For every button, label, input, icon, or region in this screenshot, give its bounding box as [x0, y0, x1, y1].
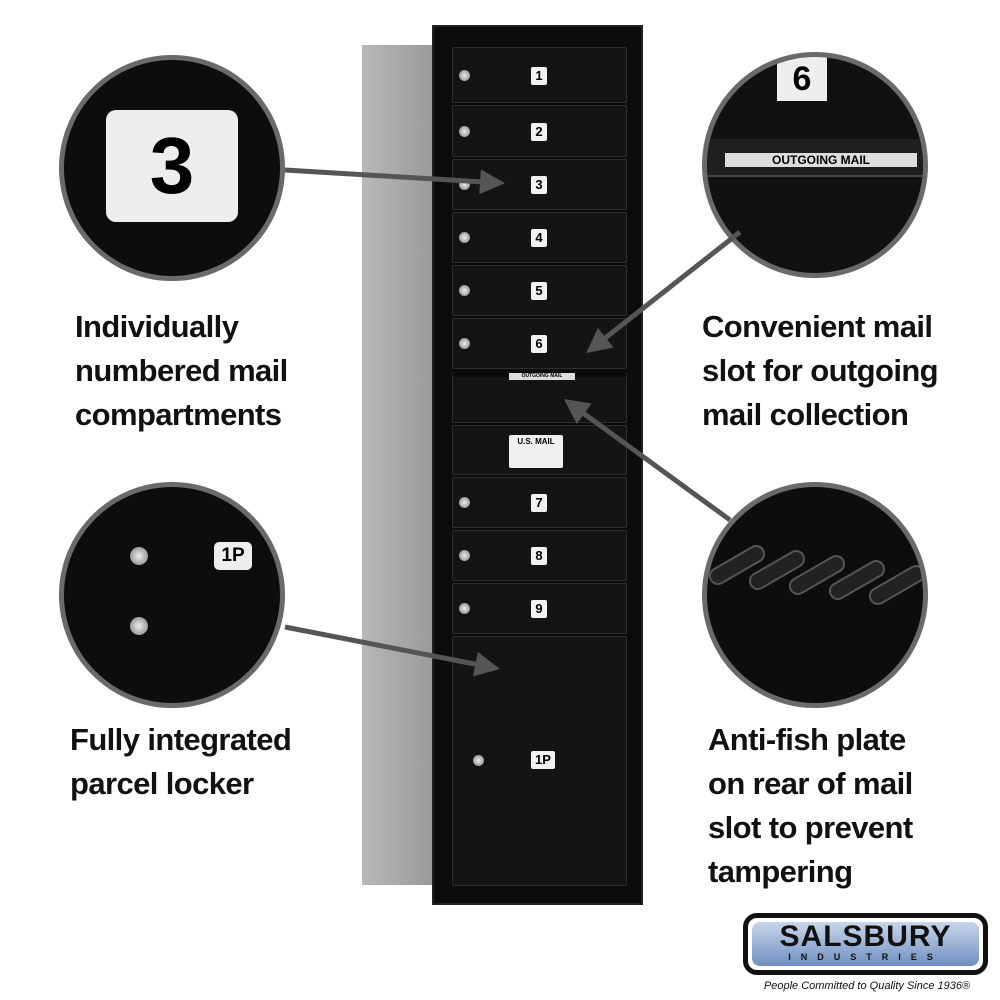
lock-icon — [130, 547, 148, 565]
door-number: 2 — [531, 123, 547, 141]
inset-slot-label: OUTGOING MAIL — [725, 153, 917, 167]
logo-tagline: People Committed to Quality Since 1936® — [763, 980, 971, 992]
door-number: 1 — [531, 67, 547, 85]
door-number: 6 — [531, 335, 547, 353]
lock-icon — [459, 603, 470, 614]
logo-brand: SALSBURY — [779, 920, 952, 953]
door-number: 3 — [531, 176, 547, 194]
door-2: 2 — [452, 105, 627, 157]
inset-antifish-plate — [702, 482, 928, 708]
inset-outgoing-slot: 6 OUTGOING MAIL — [702, 52, 928, 278]
lock-icon — [459, 285, 470, 296]
inset-parcel-lock: 1P — [59, 482, 285, 708]
usmail-plate: U.S. MAIL — [509, 435, 563, 468]
door-1: 1 — [452, 47, 627, 103]
mailbox-side-panel — [362, 45, 434, 885]
inset-number: 3 — [106, 110, 238, 222]
mailbox-frame: 1 2 3 4 5 6 OUTGOING MAIL U.S. MAIL 7 8 … — [432, 25, 643, 905]
parcel-locker: 1P — [452, 636, 627, 886]
usmail-panel: U.S. MAIL — [452, 425, 627, 475]
lock-icon — [459, 126, 470, 137]
lock-icon — [473, 755, 484, 766]
lock-icon — [459, 70, 470, 81]
inset-slot-number: 6 — [777, 57, 827, 101]
outgoing-label: OUTGOING MAIL — [509, 373, 575, 380]
lock-icon — [130, 617, 148, 635]
door-5: 5 — [452, 265, 627, 316]
logo-sub: INDUSTRIES — [788, 952, 943, 962]
lock-icon — [459, 338, 470, 349]
arrow-outgoing — [586, 230, 742, 354]
door-9: 9 — [452, 583, 627, 634]
door-number: 4 — [531, 229, 547, 247]
arrow-antifish — [563, 399, 732, 523]
lock-icon — [459, 232, 470, 243]
door-number: 5 — [531, 282, 547, 300]
salsbury-logo: SALSBURY INDUSTRIES — [743, 913, 988, 975]
arrow-parcel — [284, 624, 500, 677]
inset-parcel-label: 1P — [214, 542, 252, 570]
lock-icon — [459, 550, 470, 561]
door-8: 8 — [452, 530, 627, 581]
lock-icon — [459, 497, 470, 508]
door-number: 7 — [531, 494, 547, 512]
parcel-label: 1P — [531, 751, 555, 769]
inset-door-number: 3 — [59, 55, 285, 281]
door-7: 7 — [452, 477, 627, 528]
door-4: 4 — [452, 212, 627, 263]
arrow-numbered — [284, 167, 505, 195]
door-number: 8 — [531, 547, 547, 565]
outgoing-slot: OUTGOING MAIL — [452, 371, 627, 423]
lock-icon — [459, 179, 470, 190]
door-number: 9 — [531, 600, 547, 618]
antifish-slots-graphic — [708, 545, 923, 605]
